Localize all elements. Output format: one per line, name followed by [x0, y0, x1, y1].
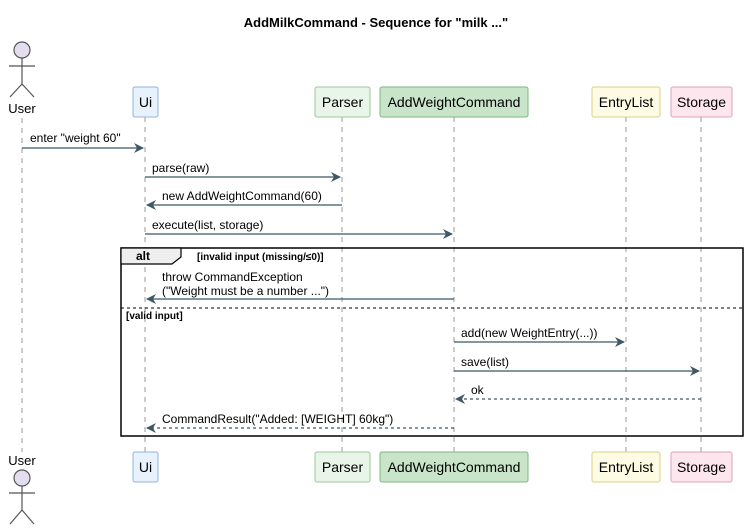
participant-box	[314, 86, 371, 118]
message-label: execute(list, storage)	[152, 218, 263, 232]
participant-box	[132, 86, 159, 118]
message-label: parse(raw)	[152, 161, 209, 175]
participant-label: EntryList	[599, 94, 654, 110]
lifelines	[21, 117, 702, 452]
stick-figure-icon	[9, 469, 35, 525]
message-execute: execute(list, storage)	[145, 218, 453, 239]
message-label: CommandResult("Added: [WEIGHT] 60kg")	[162, 412, 393, 426]
participant-storage-bottom: Storage	[670, 451, 733, 483]
participant-ui-bottom: Ui	[132, 451, 159, 483]
message-throw-commandexception: throw CommandException ("Weight must be …	[146, 270, 454, 304]
message-save: save(list)	[454, 355, 700, 376]
participant-label: Storage	[677, 459, 726, 475]
participant-addweightcommand-top: AddWeightCommand	[379, 86, 529, 118]
participant-label: AddWeightCommand	[388, 459, 521, 475]
participant-box	[591, 451, 661, 483]
participant-entrylist-bottom: EntryList	[591, 451, 661, 483]
participant-label: Parser	[322, 459, 364, 475]
diagram-title: AddMilkCommand - Sequence for "milk ..."	[244, 15, 508, 30]
participant-box	[379, 451, 529, 483]
message-label: add(new WeightEntry(...))	[461, 326, 598, 340]
message-add-weightentry: add(new WeightEntry(...))	[454, 326, 625, 347]
participant-box	[314, 451, 371, 483]
alt-keyword: alt	[136, 249, 150, 263]
message-commandresult-return: CommandResult("Added: [WEIGHT] 60kg")	[146, 412, 454, 433]
message-ok-return: ok	[455, 383, 701, 404]
participant-box	[132, 451, 159, 483]
alt-guard-invalid: [invalid input (missing/≤0)]	[197, 252, 324, 263]
participant-label: EntryList	[599, 459, 654, 475]
participant-label: AddWeightCommand	[388, 94, 521, 110]
actor-label: User	[8, 101, 36, 116]
participant-box	[670, 451, 733, 483]
participant-storage-top: Storage	[670, 86, 733, 118]
message-label: enter "weight 60"	[30, 131, 121, 145]
message-new-addweightcommand: new AddWeightCommand(60)	[146, 189, 342, 210]
actor-user-top: User	[8, 41, 36, 116]
alt-fragment: alt [invalid input (missing/≤0)] [valid …	[120, 247, 744, 437]
participant-parser-top: Parser	[314, 86, 371, 118]
message-label: save(list)	[461, 355, 509, 369]
message-parse: parse(raw)	[145, 161, 341, 182]
participant-box	[591, 86, 661, 118]
participant-label: Storage	[677, 94, 726, 110]
participant-parser-bottom: Parser	[314, 451, 371, 483]
message-label-line1: throw CommandException	[162, 270, 303, 284]
alt-keyword-tab	[120, 247, 182, 265]
participant-addweightcommand-bottom: AddWeightCommand	[379, 451, 529, 483]
actor-user-bottom: User	[8, 453, 36, 525]
participant-label: Parser	[322, 94, 364, 110]
participant-box	[379, 86, 529, 118]
participant-label: Ui	[139, 459, 152, 475]
participant-box	[670, 86, 733, 118]
message-label: ok	[471, 383, 485, 397]
alt-guard-valid: [valid input]	[126, 311, 183, 322]
stick-figure-icon	[9, 41, 35, 98]
message-label: new AddWeightCommand(60)	[162, 189, 322, 203]
participant-ui-top: Ui	[132, 86, 159, 118]
message-enter-weight: enter "weight 60"	[22, 131, 144, 153]
alt-frame	[120, 247, 744, 437]
participant-label: Ui	[139, 94, 152, 110]
participant-entrylist-top: EntryList	[591, 86, 661, 118]
message-label-line2: ("Weight must be a number ...")	[162, 284, 329, 298]
actor-label: User	[8, 453, 36, 468]
